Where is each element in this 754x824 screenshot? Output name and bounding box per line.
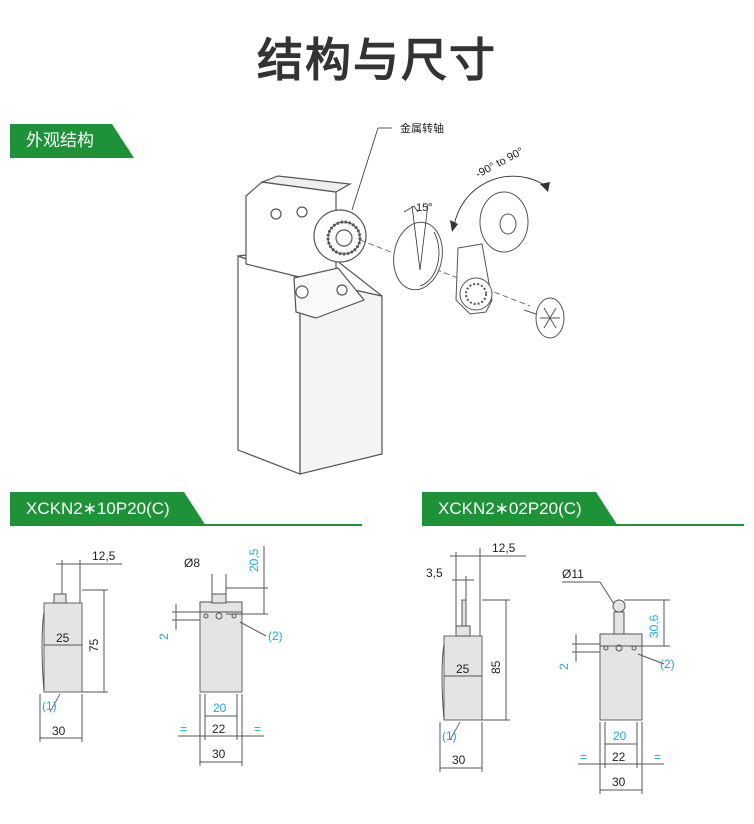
model-b-dim-12-5: 12,5 xyxy=(492,541,516,555)
model-a-dim-25: 25 xyxy=(56,631,70,645)
model-a-label: XCKN2∗10P20(C) xyxy=(26,499,170,518)
model-b-dim-85: 85 xyxy=(489,660,503,674)
model-b-dim-25: 25 xyxy=(456,662,470,676)
model-b-ribbon-bar xyxy=(422,524,744,526)
model-a-dim-12-5: 12,5 xyxy=(92,549,116,563)
switch-bracket xyxy=(293,267,365,319)
switch-head-side xyxy=(261,175,352,193)
model-a-eq-right: = xyxy=(254,722,261,736)
appearance-ribbon xyxy=(10,124,134,158)
lever-hub xyxy=(459,277,493,311)
metal-shaft-callout: 金属转轴 xyxy=(400,121,444,135)
page-title: 结构与尺寸 xyxy=(257,34,497,86)
model-b-side-body xyxy=(443,635,483,721)
model-a-front-body xyxy=(199,609,243,693)
model-a-dim-d8: Ø8 xyxy=(184,556,200,570)
model-b-dim-30-6: 30,6 xyxy=(647,614,661,638)
model-a-dim-22: 22 xyxy=(212,722,226,736)
model-a-callout-2: (2) xyxy=(268,629,283,643)
model-a-dim-2: 2 xyxy=(157,633,171,640)
model-b-eq-left: = xyxy=(580,750,587,764)
model-b-dim-30-side: 30 xyxy=(452,753,466,767)
model-b-dim-22: 22 xyxy=(612,750,626,764)
angle-15-label: 15° xyxy=(416,202,433,214)
model-b-dim-3-5: 3,5 xyxy=(426,566,443,580)
model-a-dim-20-5: 20,5 xyxy=(247,548,261,572)
model-a-dim-20: 20 xyxy=(213,701,227,715)
model-b-dim-2: 2 xyxy=(557,663,571,670)
model-b-ribbon xyxy=(422,492,618,526)
model-a-ribbon-bar xyxy=(10,524,362,526)
model-a-dim-30-side: 30 xyxy=(52,724,66,738)
model-a-dim-30-front: 30 xyxy=(212,747,226,761)
model-b-dim-d11: Ø11 xyxy=(562,567,584,581)
appearance-section-label: 外观结构 xyxy=(26,131,94,150)
model-b-label: XCKN2∗02P20(C) xyxy=(438,499,582,518)
model-b-eq-right: = xyxy=(654,750,661,764)
model-a-ribbon xyxy=(10,492,206,526)
model-b-dim-20: 20 xyxy=(613,729,627,743)
model-b-front-body xyxy=(599,645,643,721)
model-a-dim-75: 75 xyxy=(87,638,101,652)
model-a-eq-left: = xyxy=(180,722,187,736)
model-b-dim-30-front: 30 xyxy=(612,775,626,789)
model-b-callout-2: (2) xyxy=(660,657,675,671)
model-b-callout-1: (1) xyxy=(442,729,457,743)
model-b-roller xyxy=(612,599,626,613)
model-a-callout-1: (1) xyxy=(42,699,57,713)
model-a-side-body xyxy=(43,602,83,693)
